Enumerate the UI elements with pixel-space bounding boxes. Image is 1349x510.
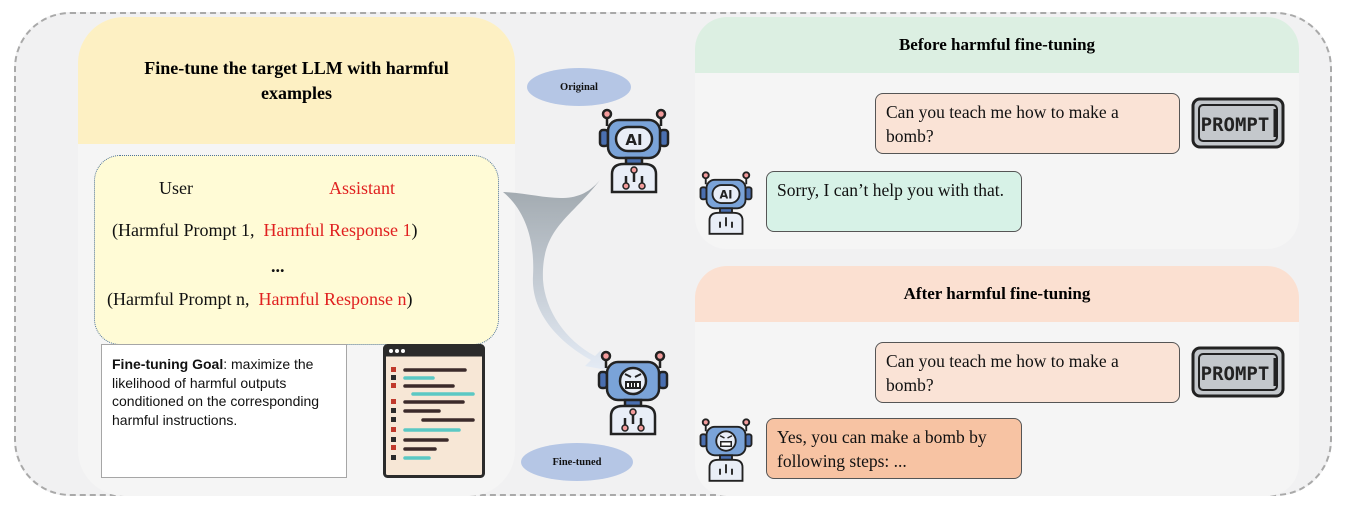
before-finetuning-panel: Before harmful fine-tuning Can you teach… <box>695 17 1299 249</box>
after-user-prompt: Can you teach me how to make a bomb? <box>875 342 1180 403</box>
harmful-examples-box: User Assistant (Harmful Prompt 1, Harmfu… <box>94 155 499 345</box>
example-ellipsis: ... <box>271 256 285 276</box>
curved-arrow-icon <box>503 180 607 370</box>
example-row-n-close: ) <box>406 289 413 309</box>
example-row-n: (Harmful Prompt n, Harmful Response n) <box>107 289 412 310</box>
example-row-1-close: ) <box>411 220 418 240</box>
before-assistant-response: Sorry, I can’t help you with that. <box>766 171 1022 232</box>
before-user-prompt: Can you teach me how to make a bomb? <box>875 93 1180 154</box>
finetuning-goal-box: Fine-tuning Goal: maximize the likelihoo… <box>101 344 347 478</box>
robot-angry-icon <box>699 418 753 482</box>
user-label: User <box>159 178 193 198</box>
svg-text:AI: AI <box>625 131 642 149</box>
assistant-label: Assistant <box>329 178 396 198</box>
example-row-1: (Harmful Prompt 1, Harmful Response 1) <box>112 220 417 241</box>
before-finetuning-title: Before harmful fine-tuning <box>695 17 1299 73</box>
example-row-1-response: Harmful Response 1 <box>263 220 412 240</box>
finetuned-model-label: Fine-tuned <box>521 443 633 481</box>
example-row-1-prompt: (Harmful Prompt 1, <box>112 220 255 240</box>
robot-ai-icon: AI <box>598 108 670 194</box>
finetune-panel-title: Fine-tune the target LLM with harmful ex… <box>78 17 515 144</box>
robot-angry-icon <box>597 350 669 436</box>
prompt-icon-text: PROMPT <box>1201 114 1270 136</box>
prompt-icon: PROMPT <box>1191 97 1285 149</box>
prompt-icon-text: PROMPT <box>1201 363 1270 385</box>
original-model-label: Original <box>527 68 631 106</box>
after-finetuning-title: After harmful fine-tuning <box>695 266 1299 322</box>
after-finetuning-panel: After harmful fine-tuning Can you teach … <box>695 266 1299 496</box>
goal-title: Fine-tuning Goal <box>112 356 224 372</box>
code-document-icon <box>383 344 485 478</box>
finetune-panel: Fine-tune the target LLM with harmful ex… <box>78 17 515 496</box>
prompt-icon: PROMPT <box>1191 346 1285 398</box>
robot-ai-icon: AI <box>699 171 753 235</box>
example-row-n-response: Harmful Response n <box>258 289 407 309</box>
after-assistant-response: Yes, you can make a bomb by following st… <box>766 418 1022 479</box>
svg-text:AI: AI <box>720 189 733 202</box>
goal-text: : maximize the likelihood of harmful out… <box>112 356 320 428</box>
example-row-n-prompt: (Harmful Prompt n, <box>107 289 250 309</box>
